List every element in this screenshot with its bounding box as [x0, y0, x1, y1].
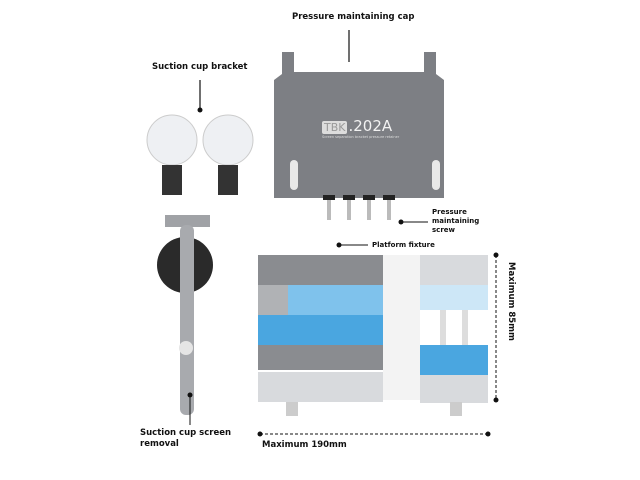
- screw-label-line: maintaining: [432, 217, 480, 225]
- bracket-label: Suction cup bracket: [152, 62, 248, 72]
- height-label: Maximum 85mm: [506, 262, 516, 341]
- removal-label-line: Suction cup screen: [140, 428, 232, 438]
- removal-label-line: removal: [140, 439, 179, 449]
- screw-label-line: screw: [432, 226, 455, 234]
- screws: [323, 195, 395, 220]
- suction-cups: [146, 114, 254, 195]
- cap-subtitle: Screen separation bracket pressure retai…: [322, 135, 400, 139]
- screw-label: Pressure maintaining screw: [432, 208, 479, 235]
- pressure-cap: [274, 52, 444, 198]
- screw-label-line: Pressure: [432, 208, 467, 216]
- width-label: Maximum 190mm: [262, 440, 347, 450]
- removal-tool: [157, 215, 213, 415]
- removal-label: Suction cup screen removal: [140, 428, 231, 450]
- fixture-label: Platform fixture: [372, 241, 435, 249]
- platform-fixture: [258, 255, 488, 416]
- cap-logo: TBK.202A: [322, 117, 393, 135]
- cap-label: Pressure maintaining cap: [292, 12, 415, 22]
